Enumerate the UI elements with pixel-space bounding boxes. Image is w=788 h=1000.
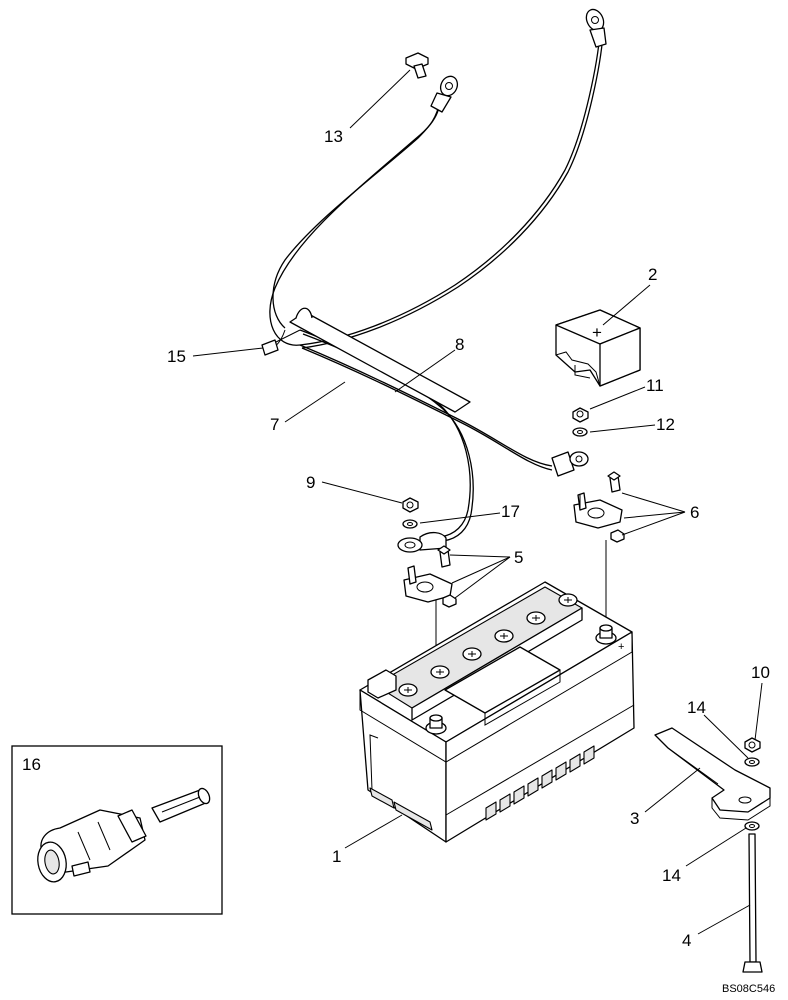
positive-terminal-clamp [573, 471, 625, 543]
drawing-reference: BS08C546 [722, 983, 775, 995]
callout-16: 16 [22, 755, 41, 774]
base-ribs [485, 745, 595, 821]
callout-13: 13 [324, 127, 343, 146]
callout-labels: 13 15 7 8 2 11 12 9 17 6 5 10 14 3 14 4 … [22, 127, 770, 950]
positive-post [595, 624, 617, 645]
connector-plug [151, 787, 211, 823]
cover-plus-symbol: + [592, 323, 602, 342]
hold-down-clamp [654, 727, 771, 821]
callout-3: 3 [630, 809, 639, 828]
callout-11: 11 [646, 376, 664, 395]
callout-7: 7 [270, 415, 279, 434]
callout-17: 17 [501, 502, 520, 521]
callout-14-top: 14 [687, 698, 706, 717]
callout-12: 12 [656, 415, 675, 434]
terminal-cover: + [555, 309, 641, 387]
leader-lines [192, 69, 763, 935]
bolt [405, 52, 429, 79]
callout-8: 8 [455, 335, 464, 354]
negative-cable [272, 75, 589, 553]
connector-body [37, 809, 147, 883]
hold-down-rod [742, 833, 763, 973]
callout-4: 4 [682, 931, 691, 950]
callout-5: 5 [514, 548, 523, 567]
callout-9: 9 [306, 473, 315, 492]
callout-2: 2 [648, 265, 657, 284]
callout-15: 15 [167, 347, 186, 366]
callout-6: 6 [690, 503, 699, 522]
negative-post [425, 714, 447, 735]
battery: + [359, 581, 635, 843]
callout-1: 1 [332, 847, 341, 866]
cable-tie [261, 329, 301, 356]
svg-text:+: + [618, 641, 624, 653]
nut-clamp [744, 737, 761, 753]
washer-left [402, 519, 418, 529]
washer-clamp-top [744, 757, 760, 767]
connector-inset [11, 745, 223, 915]
vent-caps [398, 593, 578, 697]
washer-right [572, 427, 588, 437]
callout-10: 10 [751, 663, 770, 682]
washer-clamp-bottom [744, 821, 760, 831]
nut-left [402, 497, 419, 513]
callout-14-bottom: 14 [662, 866, 681, 885]
nut-right [572, 407, 589, 423]
positive-cable [269, 8, 607, 471]
negative-terminal-clamp [403, 545, 457, 608]
